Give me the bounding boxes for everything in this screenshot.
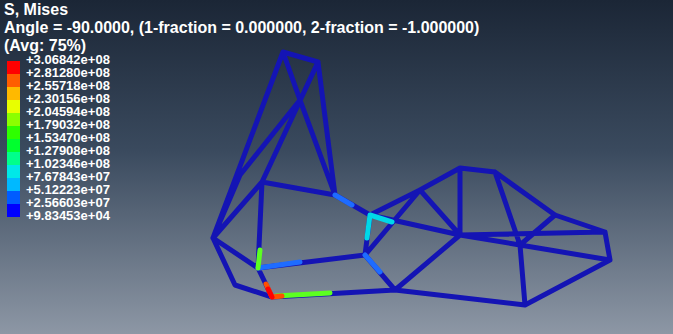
frame-members — [213, 52, 610, 305]
legend-swatch — [7, 87, 20, 100]
stress-max — [268, 289, 272, 297]
legend-swatch — [7, 178, 20, 191]
legend-swatch — [7, 191, 20, 204]
legend-swatch — [7, 204, 20, 217]
legend-swatch — [7, 113, 20, 126]
stress-peak — [266, 284, 282, 297]
legend-swatch — [7, 139, 20, 152]
legend-swatch — [7, 74, 20, 87]
legend-swatch — [7, 165, 20, 178]
plot-title: S, Mises — [4, 1, 68, 19]
legend-value: +2.56603e+07 — [26, 196, 110, 210]
stress-low — [258, 195, 380, 272]
frame-info: Angle = -90.0000, (1-fraction = 0.000000… — [4, 19, 479, 37]
legend-swatch — [7, 61, 20, 74]
stress-high — [258, 250, 330, 296]
legend-value: +9.83453e+04 — [26, 209, 110, 223]
legend-swatch — [7, 126, 20, 139]
averaging-info: (Avg: 75%) — [4, 37, 86, 55]
legend-swatch — [7, 152, 20, 165]
stress-mid — [367, 215, 392, 238]
legend-swatch — [7, 100, 20, 113]
